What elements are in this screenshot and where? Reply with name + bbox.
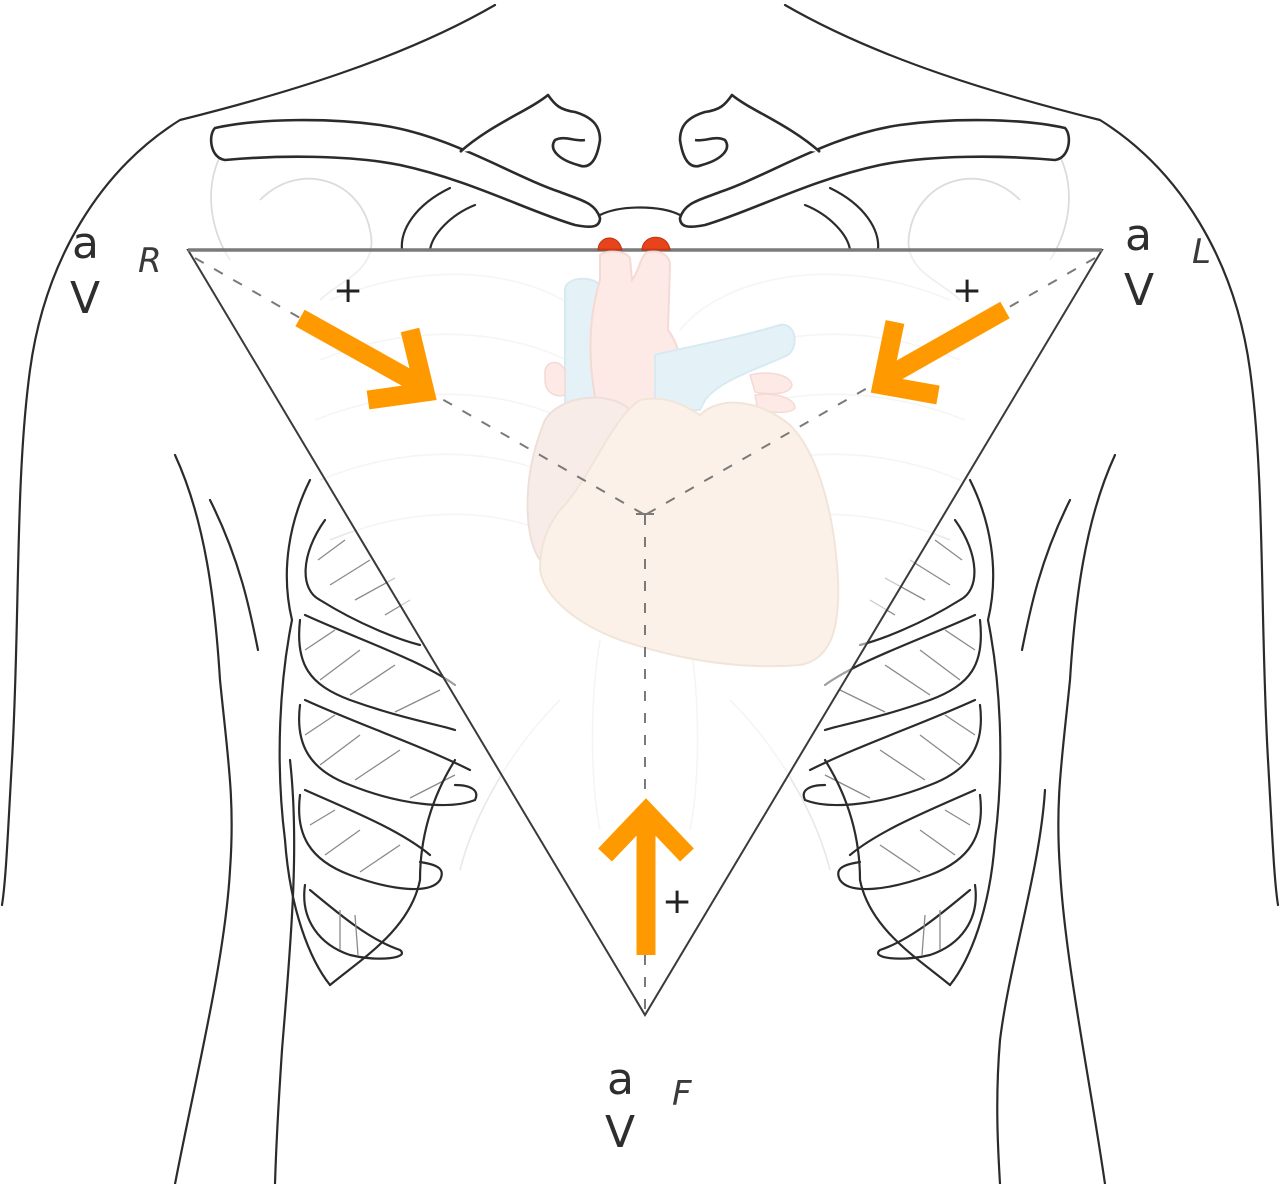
label-aVF-sub: F	[672, 1074, 692, 1114]
plus-sign-aVF: +	[662, 881, 692, 922]
label-aVF-a: a	[607, 1054, 634, 1105]
label-aVF-v: V	[605, 1107, 635, 1158]
ribcage-left-side-of-body	[802, 478, 1002, 987]
label-aVL-sub: L	[1192, 232, 1211, 272]
clavicles	[209, 93, 1071, 252]
label-aVL-a: a	[1125, 210, 1152, 261]
label-aVR-sub: R	[138, 241, 162, 281]
lead-axes	[194, 257, 1096, 1012]
heart-illustration	[526, 236, 840, 668]
label-aVR-v: V	[70, 273, 100, 324]
label-aVF: a V F	[605, 1054, 692, 1158]
label-aVR-a: a	[72, 218, 99, 269]
label-aVL: a V L	[1124, 210, 1211, 316]
arrow-aVL	[870, 301, 1010, 405]
plus-sign-aVL: +	[952, 270, 982, 311]
torso-outline	[0, 3, 1280, 1184]
label-aVL-v: V	[1124, 265, 1154, 316]
arrow-aVF	[598, 798, 694, 955]
plus-sign-aVR: +	[333, 270, 363, 311]
arrow-aVR	[295, 309, 437, 410]
label-aVR: a V R	[70, 218, 162, 324]
ribcage-right-side-of-body	[278, 478, 478, 987]
